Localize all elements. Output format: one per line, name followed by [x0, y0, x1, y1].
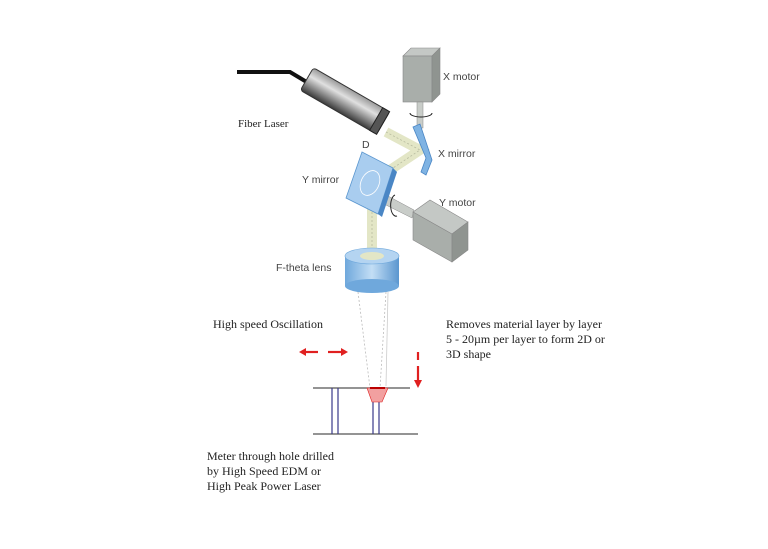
meter-line-3: High Peak Power Laser	[207, 479, 321, 493]
x-mirror-label: X mirror	[438, 148, 476, 160]
focused-beam-edge	[385, 291, 389, 387]
x-rotation-arrow-icon	[409, 112, 433, 118]
x-motor	[402, 47, 441, 129]
fiber-cable	[237, 70, 312, 86]
y-motor	[383, 195, 469, 263]
d-label: D	[362, 139, 370, 151]
fiber-laser-label: Fiber Laser	[238, 118, 289, 130]
oscillation-arrows-icon	[299, 348, 348, 356]
meter-line-2: by High Speed EDM or	[207, 464, 321, 478]
y-mirror-label: Y mirror	[302, 174, 340, 186]
workpiece	[313, 387, 418, 435]
y-motor-label: Y motor	[439, 197, 476, 209]
edm-hole	[331, 388, 380, 434]
removes-line-2: 5 - 20µm per layer to form 2D or	[446, 332, 605, 346]
layer-removal-arrow-icon	[414, 352, 422, 388]
oscillation-label: High speed Oscillation	[213, 317, 323, 331]
meter-line-1: Meter through hole drilled	[207, 449, 334, 463]
x-motor-label: X motor	[443, 71, 480, 83]
removes-line-3: 3D shape	[446, 347, 491, 361]
fiber-laser-head	[300, 68, 391, 135]
x-mirror	[412, 123, 433, 176]
f-theta-lens	[344, 247, 400, 293]
y-rotation-arrow-icon	[390, 194, 398, 217]
ablation-zone	[366, 387, 389, 403]
y-mirror	[345, 151, 397, 217]
f-theta-lens-label: F-theta lens	[276, 262, 331, 274]
removes-line-1: Removes material layer by layer	[446, 317, 602, 331]
focused-beam	[357, 291, 387, 389]
